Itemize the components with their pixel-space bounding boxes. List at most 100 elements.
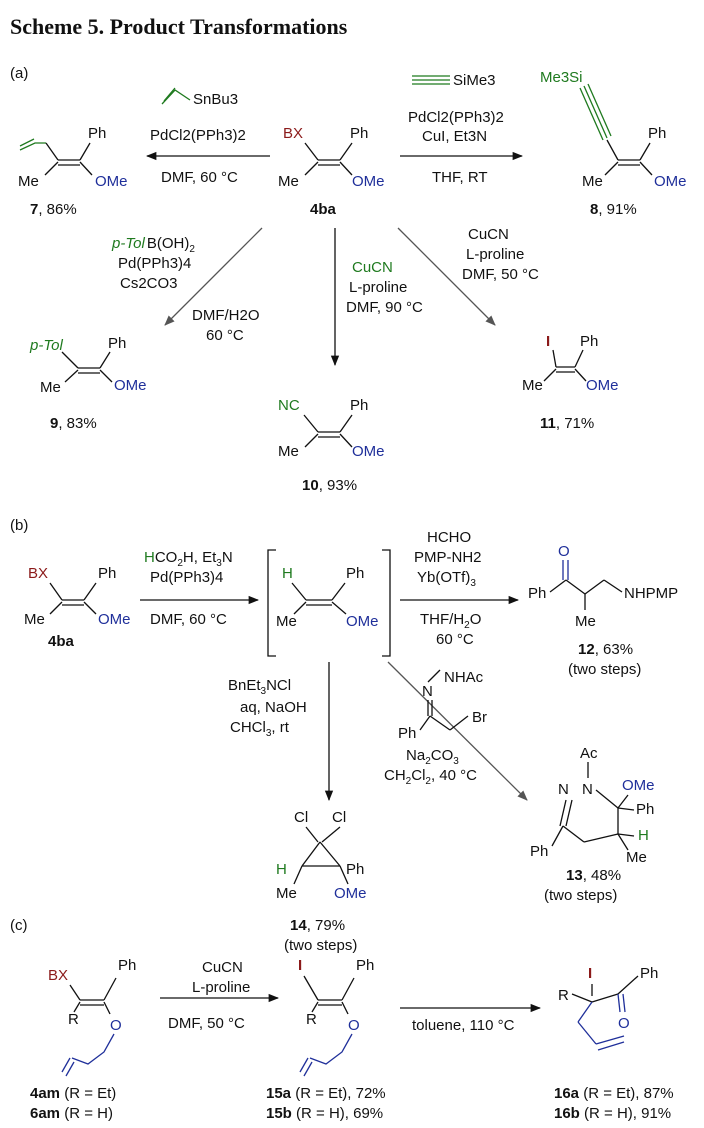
atom-bx: BX xyxy=(48,967,68,984)
note-12: (two steps) xyxy=(568,661,641,678)
atom-ome: OMe xyxy=(114,377,147,394)
atom-ph: Ph xyxy=(528,585,546,602)
mannich-reagent1: HCHO xyxy=(427,529,471,546)
atom-r: R xyxy=(558,987,569,1004)
atom-me: Me xyxy=(278,443,299,460)
mannich-reagent2: PMP-NH2 xyxy=(414,549,482,566)
red-solvent: DMF, 60 °C xyxy=(150,611,227,628)
atom-me: Me xyxy=(18,173,39,190)
c-reagent: CuCN xyxy=(202,959,243,976)
suzuki-catalyst: Pd(PPh3)4 xyxy=(118,255,191,272)
cn-solvent: DMF, 90 °C xyxy=(346,299,423,316)
label-15a: 15a (R = Et), 72% xyxy=(266,1085,386,1102)
atom-h: H xyxy=(282,565,293,582)
sono-solvent: THF, RT xyxy=(432,169,488,186)
compound-4ba: BX Ph Me OMe 4ba xyxy=(278,125,385,218)
da-solvent: CH2Cl2, 40 °C xyxy=(384,767,477,787)
iodination-conditions: CuCN L-proline DMF, 50 °C xyxy=(462,226,539,283)
atom-i: I xyxy=(546,333,550,350)
sono-reagent: SiMe3 xyxy=(453,72,496,89)
atom-ph: Ph xyxy=(98,565,116,582)
label-12: 12, 63% xyxy=(578,641,633,658)
label-9: 9, 83% xyxy=(50,415,97,432)
atom-bx: BX xyxy=(28,565,48,582)
atom-ph: Ph xyxy=(350,125,368,142)
atom-i: I xyxy=(298,957,302,974)
c-ligand: L-proline xyxy=(192,979,250,996)
note-13: (two steps) xyxy=(544,887,617,904)
atom-ph2: Ph xyxy=(530,843,548,860)
atom-nhac: NHAc xyxy=(444,669,484,686)
cn-ligand: L-proline xyxy=(349,279,407,296)
atom-ome: OMe xyxy=(95,173,128,190)
label-16a: 16a (R = Et), 87% xyxy=(554,1085,674,1102)
cyanation-conditions: CuCN L-proline DMF, 90 °C xyxy=(346,259,423,316)
atom-bx: BX xyxy=(283,125,303,142)
atom-ph: Ph xyxy=(108,335,126,352)
cp-base: aq, NaOH xyxy=(240,699,307,716)
atom-ph: Ph xyxy=(350,397,368,414)
compound-7: Ph Me OMe 7, 86% xyxy=(18,125,128,218)
label-16b: 16b (R = H), 91% xyxy=(554,1105,671,1122)
stille-conditions: SnBu3 PdCl2(PPh3)2 DMF, 60 °C xyxy=(150,87,246,186)
compound-4ba-b: BX Ph Me OMe 4ba xyxy=(24,565,131,650)
atom-ome: OMe xyxy=(352,173,385,190)
compound-12: O Ph Me NHPMP 12, 63% (two steps) xyxy=(528,543,678,678)
arrow-to-9 xyxy=(164,227,263,326)
atom-ome: OMe xyxy=(346,613,379,630)
atom-me: Me xyxy=(278,173,299,190)
compound-14: Cl Cl H Ph Me OMe 14, 79% (two steps) xyxy=(276,809,367,954)
reduction-conditions: HCO2H, Et3N Pd(PPh3)4 DMF, 60 °C xyxy=(144,549,233,628)
atom-i: I xyxy=(588,965,592,982)
atom-me: Me xyxy=(575,613,596,630)
compound-16: R I Ph O 16a (R = Et), 87% 16b (R = H), … xyxy=(554,965,674,1122)
atom-ptol: p-Tol xyxy=(29,337,63,354)
label-4ba: 4ba xyxy=(310,201,337,218)
cyclopropanation-conditions: BnEt3NCl aq, NaOH CHCl3, rt xyxy=(228,677,307,739)
atom-n: N xyxy=(422,683,433,700)
atom-ph: Ph xyxy=(398,725,416,742)
atom-n2: N xyxy=(582,781,593,798)
atom-me: Me xyxy=(40,379,61,396)
mannich-solvent: THF/H2O xyxy=(420,611,481,631)
compound-8: Me3Si Ph Me OMe 8, 91% xyxy=(540,69,687,218)
label-13: 13, 48% xyxy=(566,867,621,884)
suzuki-solvent: DMF/H2O xyxy=(192,307,260,324)
note-14: (two steps) xyxy=(284,937,357,954)
compound-10: NC Ph Me OMe 10, 93% xyxy=(278,397,385,494)
cn-reagent: CuCN xyxy=(352,259,393,276)
atom-ph: Ph xyxy=(88,125,106,142)
atom-h: H xyxy=(638,827,649,844)
label-14: 14, 79% xyxy=(290,917,345,934)
atom-ph: Ph xyxy=(346,565,364,582)
atom-ph: Ph xyxy=(636,801,654,818)
compound-9: p-Tol Ph Me OMe 9, 83% xyxy=(29,335,147,432)
atom-r: R xyxy=(68,1011,79,1028)
compound-13: Ac N N OMe Ph H Me Ph 13, 48% (two steps… xyxy=(530,745,655,904)
claisen-conditions: toluene, 110 °C xyxy=(412,1017,515,1034)
atom-me3si: Me3Si xyxy=(540,69,583,86)
stille-reagent: SnBu3 xyxy=(193,91,238,108)
sonogashira-conditions: SiMe3 PdCl2(PPh3)2 CuI, Et3N THF, RT xyxy=(408,72,504,186)
atom-ac: Ac xyxy=(580,745,598,762)
iodination-conditions-c: CuCN L-proline DMF, 50 °C xyxy=(168,959,250,1032)
compound-15: I Ph R O 15a (R = Et), 72% 15b (R = H), … xyxy=(266,957,386,1122)
red-catalyst: Pd(PPh3)4 xyxy=(150,569,223,586)
label-7: 7, 86% xyxy=(30,201,77,218)
atom-ph: Ph xyxy=(356,957,374,974)
atom-h: H xyxy=(276,861,287,878)
label-8: 8, 91% xyxy=(590,201,637,218)
red-reagent: HCO2H, Et3N xyxy=(144,549,233,569)
atom-cl2: Cl xyxy=(332,809,346,826)
i-ligand: L-proline xyxy=(466,246,524,263)
atom-o: O xyxy=(618,1015,630,1032)
atom-o: O xyxy=(558,543,570,560)
atom-r: R xyxy=(306,1011,317,1028)
atom-nhpmp: NHPMP xyxy=(624,585,678,602)
mannich-catalyst: Yb(OTf)3 xyxy=(417,569,476,589)
scheme-title: Scheme 5. Product Transformations xyxy=(10,14,348,39)
atom-me: Me xyxy=(276,613,297,630)
arrow-to-11 xyxy=(397,227,496,326)
sono-cocatalyst: CuI, Et3N xyxy=(422,128,487,145)
compound-11: I Ph Me OMe 11, 71% xyxy=(522,333,619,432)
